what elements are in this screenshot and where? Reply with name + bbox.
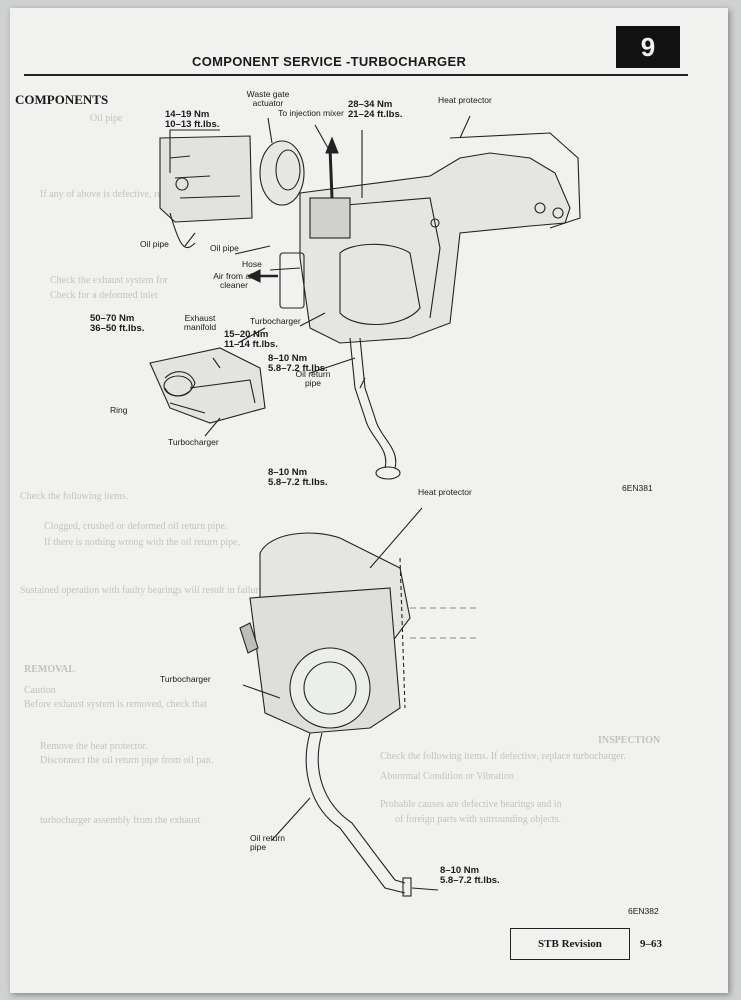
bleed-text-line: turbocharger assembly from the exhaust [40,815,201,826]
manual-page: Oil pipe If any of above is defective, r… [10,8,728,993]
bleed-text-line: If there is nothing wrong with the oil r… [44,537,241,548]
revision-box: STB Revision [510,928,630,960]
oil-return-pipe-label: Oil return pipe [295,369,331,388]
turbocharger-label: Turbocharger [250,316,301,326]
air-cleaner-label: Air from air cleaner [213,271,255,290]
figure-code: 6EN381 [622,483,653,493]
bleed-text-line: If any of above is defective, repair or … [40,189,223,200]
oil-pipe-label: Oil pipe [210,243,239,253]
bleed-text-line: Probable causes are defective bearings a… [380,799,562,810]
torque-label: 50–70 Nm 36–50 ft.lbs. [90,313,145,334]
torque-label: 8–10 Nm 5.8–7.2 ft.lbs. [268,467,328,488]
components-heading: COMPONENTS [15,92,109,107]
bleed-text-line: Clogged, crushed or deformed oil return … [44,521,228,532]
ring-label: Ring [110,405,128,415]
figure-code: 6EN382 [628,906,659,916]
turbocharger-diagram [149,115,581,897]
torque-label: 8–10 Nm 5.8–7.2 ft.lbs. [268,353,328,374]
torque-label: 15–20 Nm 11–14 ft.lbs. [224,329,278,350]
turbocharger-label: Turbocharger [168,437,219,447]
bleed-text-line: Abnormal Condition or Vibration [380,771,514,782]
turbocharger-label: Turbocharger [160,674,211,684]
oil-pipe-label: Oil pipe [140,239,169,249]
header-divider [24,74,688,76]
bleed-text-line: Oil pipe [90,113,123,124]
section-number-badge: 9 [616,26,680,68]
bleed-text-line: Caution [24,685,56,696]
bleed-text-line: Check the following items. [20,491,129,502]
exhaust-manifold-label: Exhaust manifold [183,313,217,332]
bleed-text-line: of foreign parts with surrounding object… [395,814,562,825]
oil-return-pipe-label: Oil return pipe [250,833,285,852]
bleed-text-line: Check for a deformed inlet [50,290,158,301]
bleed-text-line: INSPECTION [598,735,661,746]
bleed-text-line: Remove the heat protector. [40,741,148,752]
heat-protector-label: Heat protector [438,95,492,105]
bleed-text-line: Before exhaust system is removed, check … [24,699,207,710]
revision-label: STB Revision [538,938,602,950]
torque-label: 8–10 Nm 5.8–7.2 ft.lbs. [440,865,500,886]
heat-protector-label: Heat protector [418,487,472,497]
bleed-text-line: REMOVAL [24,664,75,675]
page-number: 9–63 [640,938,662,950]
torque-label: 28–34 Nm 21–24 ft.lbs. [348,99,403,120]
torque-label: 14–19 Nm 10–13 ft.lbs. [165,109,220,130]
hose-label: Hose [242,259,262,269]
bleed-text-line: Check the following items. If defective,… [380,751,626,762]
bleed-text-line: Disconnect the oil return pipe from oil … [40,755,214,766]
bleed-text-line: Check the exhaust system for [50,275,168,286]
bleed-text-line: Sustained operation with faulty bearings… [20,585,264,596]
injection-mixer-label: To injection mixer [278,108,344,118]
page-title: COMPONENT SERVICE -TURBOCHARGER [192,54,467,69]
waste-gate-label: Waste gate actuator [246,89,290,108]
